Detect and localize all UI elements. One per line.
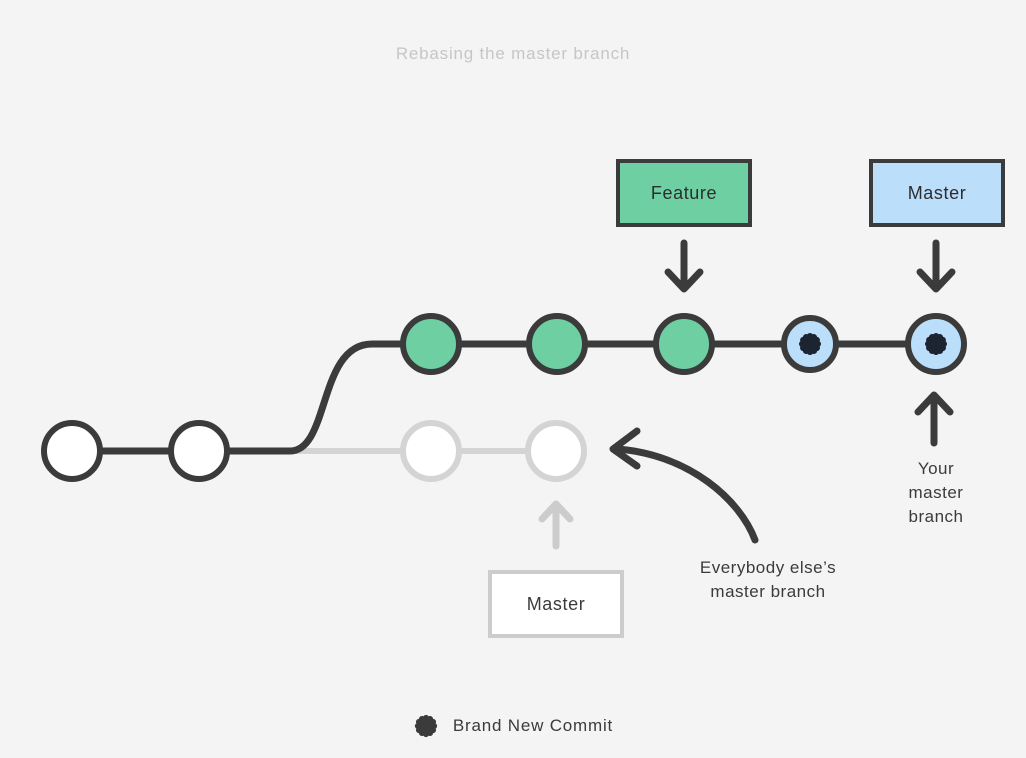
commit-node-faded-2 <box>525 420 587 482</box>
arrow-up-faded-master-icon <box>538 500 574 550</box>
annotation-everybody-else-master-branch: Everybody else’s master branch <box>648 556 888 604</box>
sparkle-asterisk-icon <box>414 714 438 738</box>
label-box-feature[interactable]: Feature <box>616 159 752 227</box>
annotation-everybody-else-line2: master branch <box>710 582 826 601</box>
annotation-your-master-branch-line2: master <box>908 483 964 502</box>
label-box-feature-text: Feature <box>650 182 718 203</box>
commit-node-feature-3 <box>653 313 715 375</box>
arrow-up-your-master-icon <box>914 391 954 447</box>
commit-node-base-1 <box>41 420 103 482</box>
arrow-down-master-icon <box>916 239 956 293</box>
label-box-master-old-text: Master <box>526 593 586 614</box>
annotation-your-master-branch-line1: Your <box>917 459 955 478</box>
legend: Brand New Commit <box>0 713 1026 739</box>
label-box-master-old[interactable]: Master <box>488 570 624 638</box>
arrow-curve-everybody-else-icon <box>609 427 759 544</box>
annotation-your-master-branch: Your master branch <box>866 457 1006 529</box>
label-box-master-current-text: Master <box>907 182 967 203</box>
page-title: Rebasing the master branch <box>395 44 631 63</box>
label-box-master-current[interactable]: Master <box>869 159 1005 227</box>
branch-curve-connector <box>286 340 435 455</box>
commit-node-new-2 <box>905 313 967 375</box>
commit-node-feature-2 <box>526 313 588 375</box>
commit-node-new-1 <box>781 315 839 373</box>
annotation-your-master-branch-line3: branch <box>908 507 964 526</box>
commit-node-base-2 <box>168 420 230 482</box>
annotation-everybody-else-line1: Everybody else’s <box>699 558 837 577</box>
arrow-down-feature-icon <box>664 239 704 293</box>
commit-node-feature-1 <box>400 313 462 375</box>
commit-node-faded-1 <box>400 420 462 482</box>
legend-label: Brand New Commit <box>452 716 614 735</box>
